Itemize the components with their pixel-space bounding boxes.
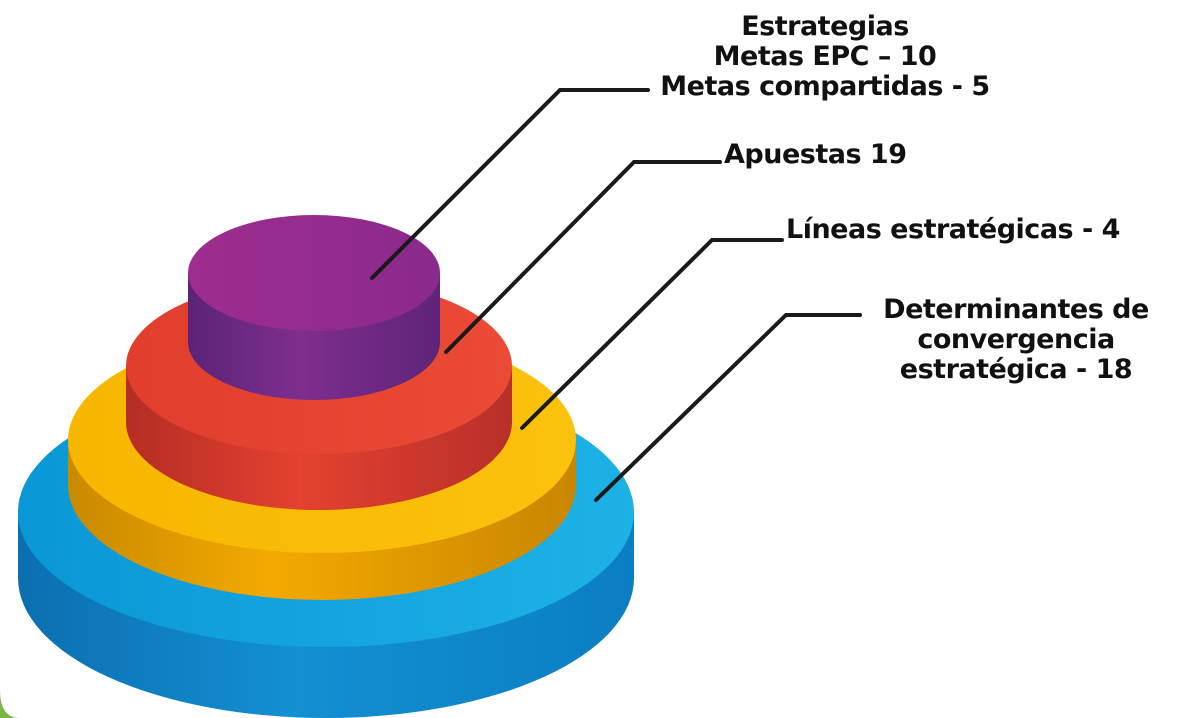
label-determinantes: Determinantes de convergencia estratégic… xyxy=(866,295,1166,385)
label-top-layer: Estrategias Metas EPC – 10 Metas compart… xyxy=(650,12,1000,102)
label-line: Líneas estratégicas - 4 xyxy=(786,214,1120,245)
corner-accent-shape xyxy=(0,690,20,718)
label-lineas-estrategicas: Líneas estratégicas - 4 xyxy=(786,215,1120,245)
label-line: estratégica - 18 xyxy=(899,354,1133,385)
layer-top-disc xyxy=(188,215,440,400)
connector-line-apuestas xyxy=(444,160,722,354)
connector-line-lineas xyxy=(520,238,784,430)
label-line: Determinantes de xyxy=(883,294,1149,325)
label-line: Estrategias xyxy=(741,11,909,42)
label-line: Metas compartidas - 5 xyxy=(660,71,990,102)
label-line: convergencia xyxy=(917,324,1115,355)
label-line: Metas EPC – 10 xyxy=(713,41,937,72)
label-apuestas: Apuestas 19 xyxy=(724,140,907,170)
connector-line-top xyxy=(370,88,650,280)
label-line: Apuestas 19 xyxy=(724,139,907,170)
connector-line-determinantes xyxy=(594,313,862,502)
